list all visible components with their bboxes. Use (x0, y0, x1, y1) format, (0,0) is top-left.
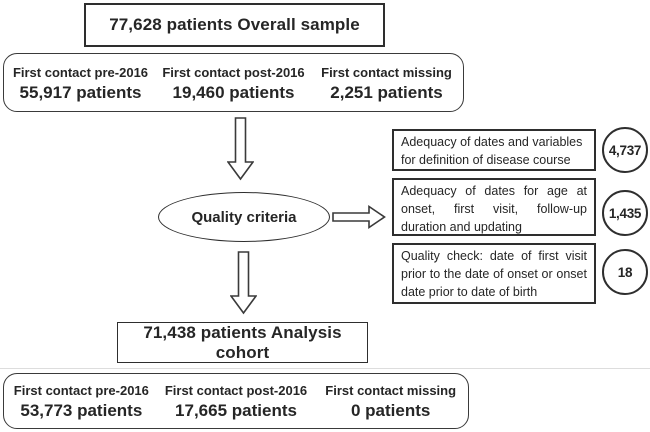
quality-criteria-label: Quality criteria (191, 208, 297, 226)
exclusion-count-2: 1,435 (608, 205, 642, 221)
bottom-split-label-pre2016: First contact pre-2016 (13, 383, 149, 398)
exclusion-count-1: 4,737 (608, 142, 642, 158)
exclusion-text-disease-course: Adequacy of dates and variables for defi… (401, 135, 583, 167)
top-split-label-missing: First contact missing (321, 64, 452, 80)
overall-sample-label: 77,628 patients Overall sample (109, 15, 360, 34)
top-split-box: First contact pre-2016 55,917 patients F… (3, 53, 464, 112)
top-split-col-pre2016: First contact pre-2016 55,917 patients (4, 54, 157, 111)
exclusion-count-circle-3: 18 (602, 249, 648, 295)
bottom-split-box: First contact pre-2016 53,773 patients F… (3, 373, 469, 429)
overall-sample-box: 77,628 patients Overall sample (84, 3, 385, 47)
top-split-col-post2016: First contact post-2016 19,460 patients (157, 54, 310, 111)
bottom-split-label-missing: First contact missing (325, 383, 457, 398)
top-split-value-missing: 2,251 patients (330, 82, 443, 102)
analysis-cohort-box: 71,438 patients Analysis cohort (117, 322, 368, 363)
top-split-col-missing: First contact missing 2,251 patients (310, 54, 463, 111)
exclusion-box-disease-course: Adequacy of dates and variables for defi… (392, 129, 596, 171)
right-arrow-icon (332, 205, 386, 229)
analysis-cohort-label: 71,438 patients Analysis cohort (143, 322, 342, 362)
bottom-split-value-missing: 0 patients (351, 401, 431, 420)
exclusion-text-quality-check: Quality check: date of first visit prior… (401, 249, 587, 299)
exclusion-box-quality-check: Quality check: date of first visit prior… (392, 243, 596, 304)
exclusion-text-age-onset: Adequacy of dates for age at onset, firs… (401, 184, 587, 234)
down-arrow-icon (227, 117, 254, 181)
exclusion-count-3: 18 (617, 264, 633, 280)
exclusion-count-circle-2: 1,435 (602, 190, 648, 236)
faint-divider-line (0, 368, 650, 369)
bottom-split-value-post2016: 17,665 patients (175, 401, 297, 420)
exclusion-count-circle-1: 4,737 (602, 127, 648, 173)
top-split-label-pre2016: First contact pre-2016 (12, 64, 149, 80)
bottom-split-value-pre2016: 53,773 patients (20, 401, 143, 420)
bottom-split-col-pre2016: First contact pre-2016 53,773 patients (4, 374, 159, 428)
bottom-split-label-post2016: First contact post-2016 (164, 383, 308, 398)
bottom-split-col-post2016: First contact post-2016 17,665 patients (159, 374, 314, 428)
top-split-value-pre2016: 55,917 patients (19, 82, 142, 102)
quality-criteria-ellipse: Quality criteria (158, 192, 330, 242)
bottom-split-col-missing: First contact missing 0 patients (313, 374, 468, 428)
top-split-value-post2016: 19,460 patients (172, 82, 295, 102)
exclusion-box-age-onset: Adequacy of dates for age at onset, firs… (392, 178, 596, 236)
down-arrow-icon (230, 251, 257, 315)
top-split-label-post2016: First contact post-2016 (162, 64, 305, 80)
